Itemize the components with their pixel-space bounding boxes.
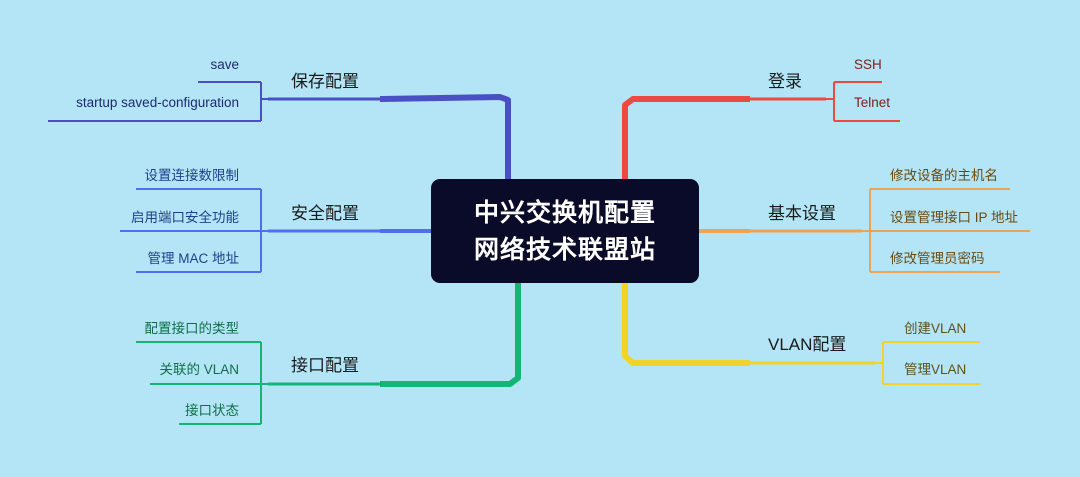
leaf-mgmt-ip: 设置管理接口 IP 地址	[890, 210, 1019, 225]
leaf-telnet: Telnet	[854, 95, 891, 110]
connector-vlan-bracket	[875, 341, 980, 385]
leaf-manage-mac: 管理 MAC 地址	[147, 251, 239, 266]
leaf-connection-limit: 设置连接数限制	[144, 168, 240, 183]
branch-security-config: 安全配置	[291, 204, 359, 223]
leaf-interface-status: 接口状态	[185, 403, 239, 418]
leaf-hostname: 修改设备的主机名	[890, 168, 998, 183]
central-topic-line-2: 网络技术联盟站	[473, 235, 656, 264]
connector-interface-trunk	[380, 283, 521, 387]
leaf-manage-vlan: 管理VLAN	[904, 362, 967, 377]
connector-save-trunk	[379, 94, 511, 181]
leaf-interface-type: 配置接口的类型	[144, 321, 240, 336]
branch-login: 登录	[768, 72, 802, 91]
leaf-create-vlan: 创建VLAN	[904, 321, 967, 336]
central-topic-line-1: 中兴交换机配置	[473, 198, 656, 227]
leaf-startup-saved-configuration: startup saved-configuration	[76, 95, 239, 110]
central-topic: 中兴交换机配置 网络技术联盟站	[431, 179, 699, 283]
branch-basic-settings: 基本设置	[768, 204, 836, 223]
connector-save-bracket	[48, 81, 268, 122]
connector-interface-bracket	[136, 341, 268, 425]
leaf-associated-vlan: 关联的 VLAN	[159, 362, 239, 377]
connector-basic-bracket	[862, 188, 1030, 273]
connector-vlan-trunk	[622, 283, 750, 366]
branch-save-config: 保存配置	[291, 72, 359, 91]
leaf-admin-password: 修改管理员密码	[890, 251, 985, 266]
leaf-save: save	[210, 57, 239, 72]
branch-vlan-config: VLAN配置	[768, 335, 847, 354]
leaf-ssh: SSH	[854, 57, 882, 72]
connector-security-bracket	[120, 188, 268, 273]
connector-login-bracket	[826, 81, 900, 122]
leaf-port-security: 启用端口安全功能	[131, 210, 239, 225]
branch-interface-config: 接口配置	[291, 356, 359, 375]
connector-login-trunk	[622, 96, 750, 181]
